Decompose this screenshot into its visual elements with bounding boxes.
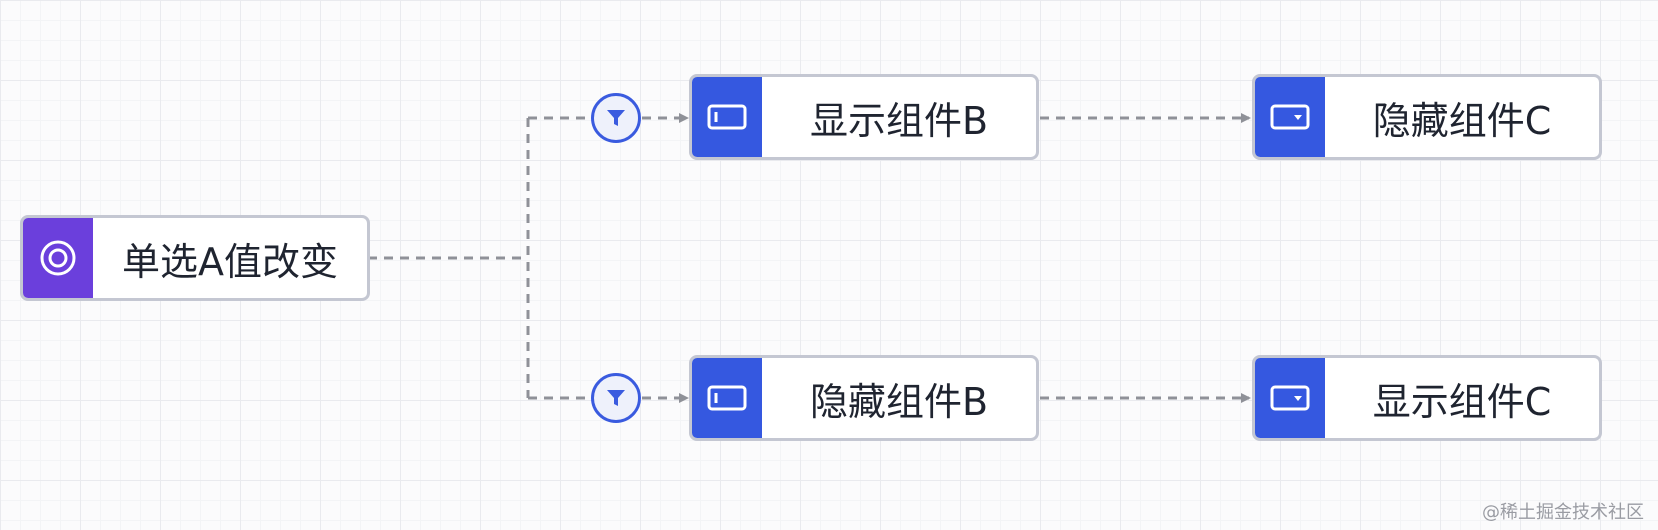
node-label: 单选A值改变 xyxy=(122,239,338,284)
select-box-icon xyxy=(1255,358,1325,438)
condition-filter-bottom[interactable] xyxy=(591,373,641,423)
node-label: 显示组件B xyxy=(809,98,989,143)
select-box-icon xyxy=(1255,77,1325,157)
node-label: 隐藏组件C xyxy=(1372,98,1552,143)
node-action-show-c[interactable]: 显示组件C xyxy=(1252,355,1602,441)
node-action-hide-b[interactable]: 隐藏组件B xyxy=(689,355,1039,441)
node-label: 显示组件C xyxy=(1372,379,1552,424)
node-action-show-b[interactable]: 显示组件B xyxy=(689,74,1039,160)
input-box-icon xyxy=(692,77,762,157)
radio-target-icon xyxy=(23,218,93,298)
condition-filter-top[interactable] xyxy=(591,93,641,143)
watermark: @稀土掘金技术社区 xyxy=(1482,502,1644,523)
node-action-hide-c[interactable]: 隐藏组件C xyxy=(1252,74,1602,160)
node-label: 隐藏组件B xyxy=(809,379,989,424)
node-trigger-radio-a-change[interactable]: 单选A值改变 xyxy=(20,215,370,301)
filter-icon xyxy=(607,390,625,406)
filter-icon xyxy=(607,110,625,126)
input-box-icon xyxy=(692,358,762,438)
